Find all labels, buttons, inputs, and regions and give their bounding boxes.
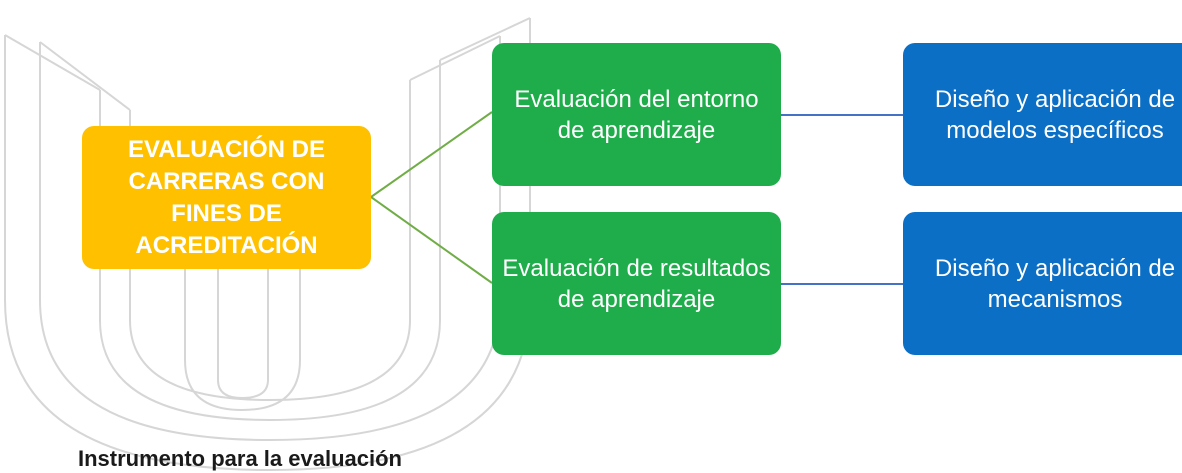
right-node-label: Diseño y aplicación de mecanismos [934,254,1176,313]
right-node-modelos: Diseño y aplicación de modelos específic… [903,43,1182,186]
middle-node-resultados: Evaluación de resultados de aprendizaje [492,212,781,355]
root-node: EVALUACIÓN DE CARRERAS CON FINES DE ACRE… [82,126,371,269]
root-node-label: EVALUACIÓN DE CARRERAS CON FINES DE ACRE… [128,135,325,259]
connector-root-to-middle-1 [370,111,493,198]
middle-node-label: Evaluación de resultados de aprendizaje [502,254,771,313]
middle-node-label: Evaluación del entorno de aprendizaje [514,85,759,144]
right-node-label: Diseño y aplicación de modelos específic… [934,85,1176,144]
caption: Instrumento para la evaluación [78,446,402,471]
middle-node-entorno: Evaluación del entorno de aprendizaje [492,43,781,186]
connector-root-to-middle-2 [370,196,493,284]
right-node-mecanismos: Diseño y aplicación de mecanismos [903,212,1182,355]
